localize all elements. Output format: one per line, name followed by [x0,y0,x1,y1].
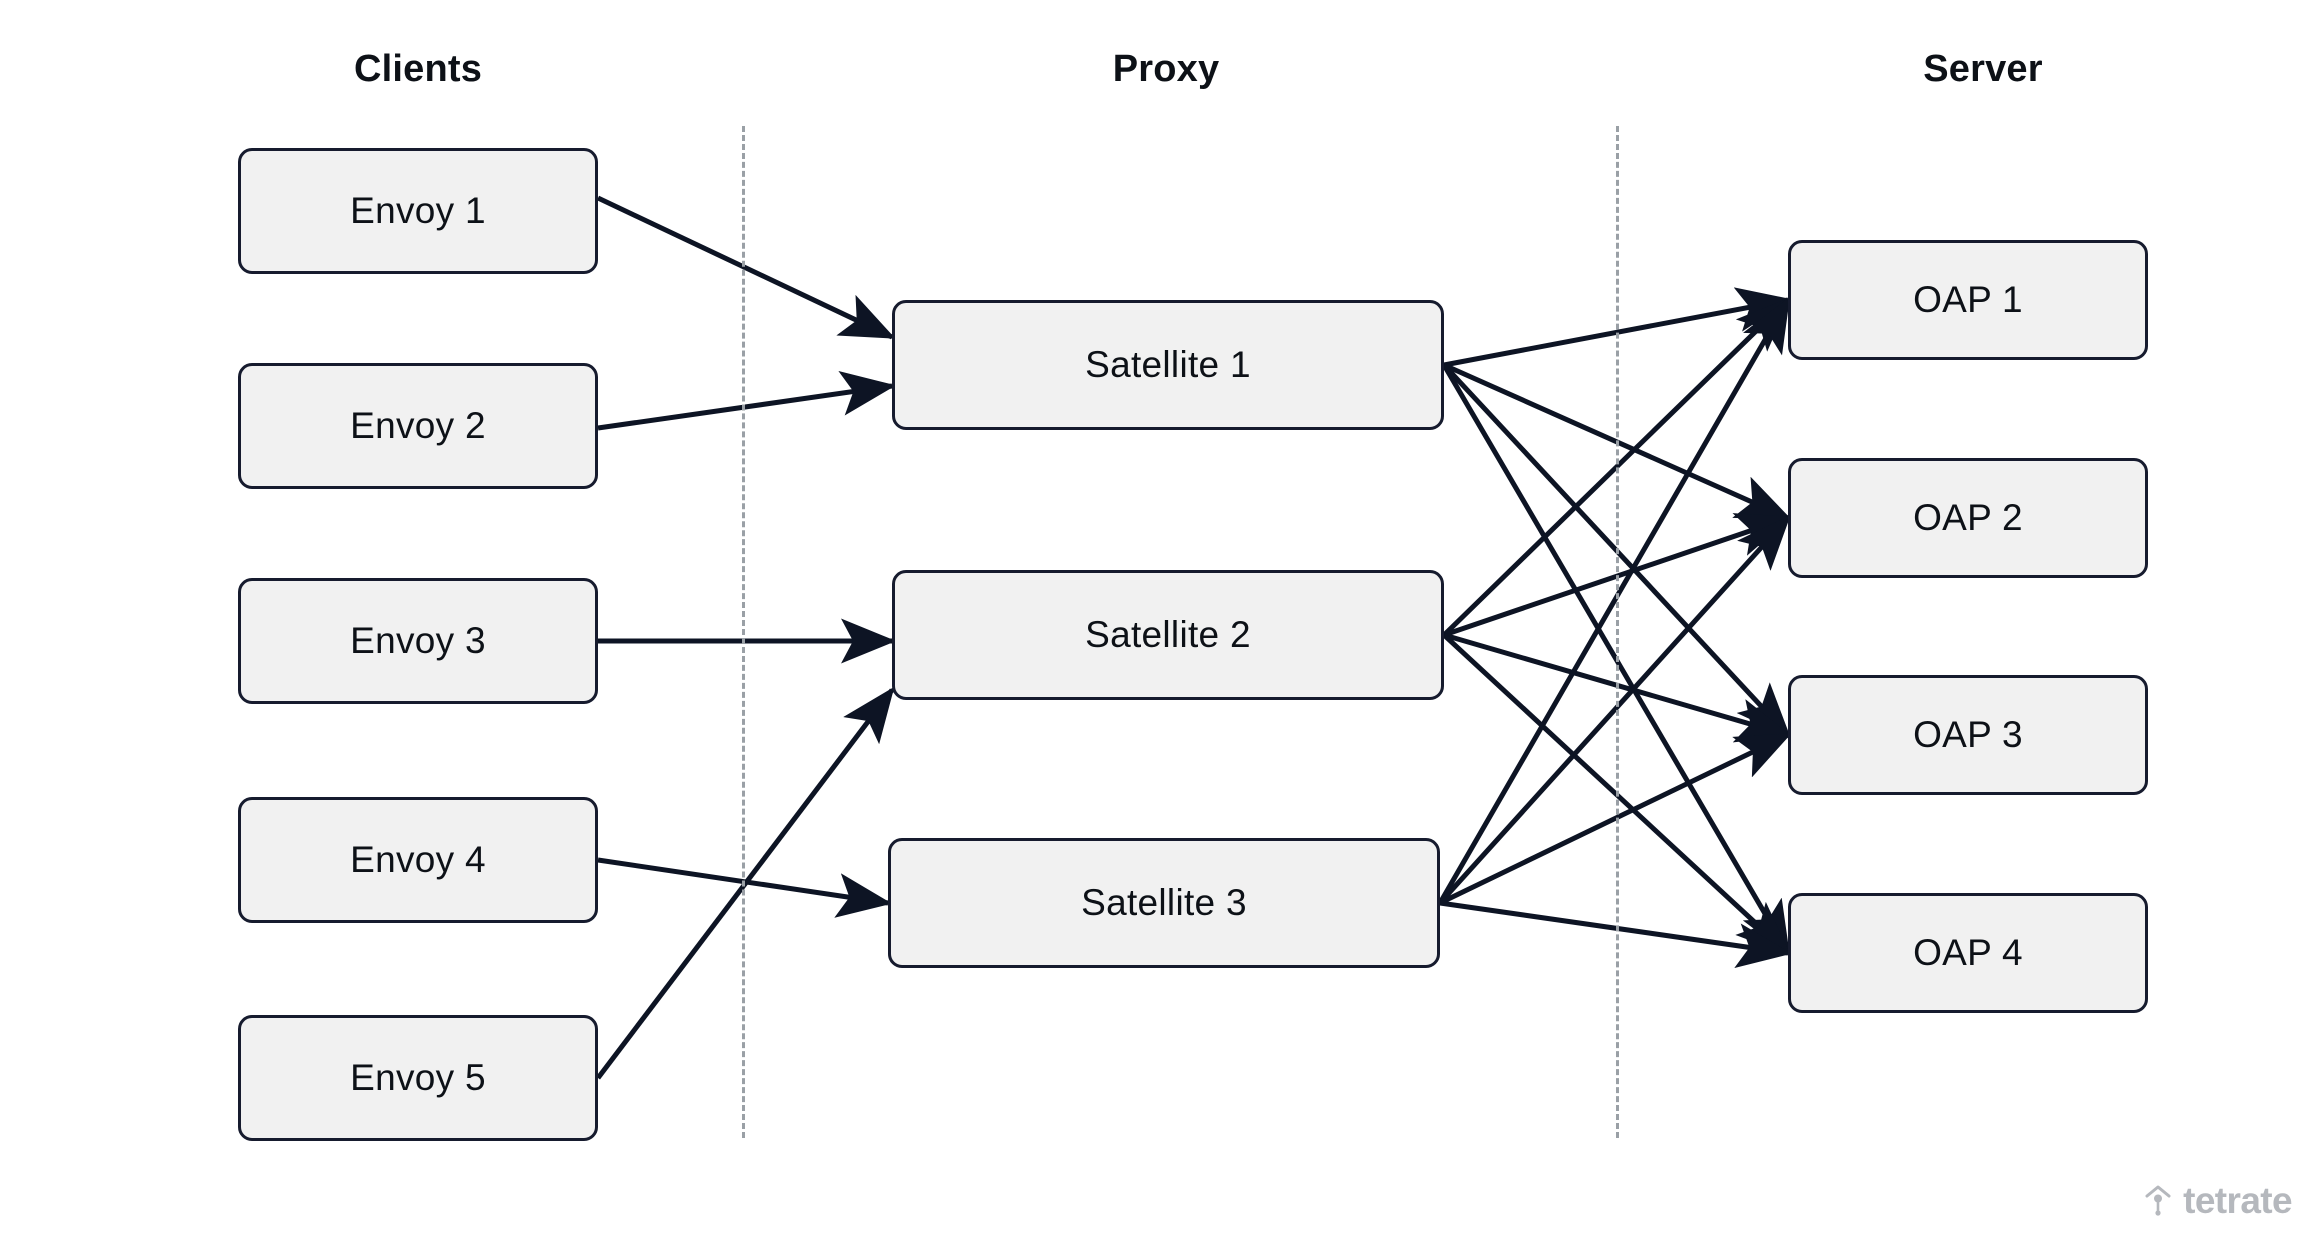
node-oap-2[interactable]: OAP 2 [1788,458,2148,578]
edge-satellite3-oap2 [1438,515,1791,905]
node-envoy-3[interactable]: Envoy 3 [238,578,598,704]
node-envoy-2[interactable]: Envoy 2 [238,363,598,489]
edge-satellite3-oap4 [1439,900,1792,969]
node-satellite-1[interactable]: Satellite 1 [892,300,1444,430]
column-header-server: Server [1923,48,2043,90]
tetrate-logo-icon [2145,1185,2171,1216]
node-satellite-2[interactable]: Satellite 2 [892,570,1444,700]
edge-envoy1-satellite1 [596,195,896,340]
node-oap-3[interactable]: OAP 3 [1788,675,2148,795]
divider-clients-proxy [742,126,745,1138]
divider-proxy-server [1616,126,1619,1138]
edge-envoy2-satellite1 [597,370,896,431]
node-oap-1[interactable]: OAP 1 [1788,240,2148,360]
node-envoy-4[interactable]: Envoy 4 [238,797,598,923]
node-oap-4[interactable]: OAP 4 [1788,893,2148,1013]
node-envoy-5[interactable]: Envoy 5 [238,1015,598,1141]
edge-envoy5-satellite2 [596,686,895,1080]
column-header-proxy: Proxy [1112,48,1220,90]
edge-satellite3-oap1 [1437,296,1791,905]
node-satellite-3[interactable]: Satellite 3 [888,838,1440,968]
edge-satellite3-oap3 [1438,732,1792,906]
node-envoy-1[interactable]: Envoy 1 [238,148,598,274]
tetrate-brand-text: tetrate [2183,1180,2293,1221]
column-header-clients: Clients [353,48,483,90]
tetrate-brand: tetrate [2143,1180,2293,1222]
